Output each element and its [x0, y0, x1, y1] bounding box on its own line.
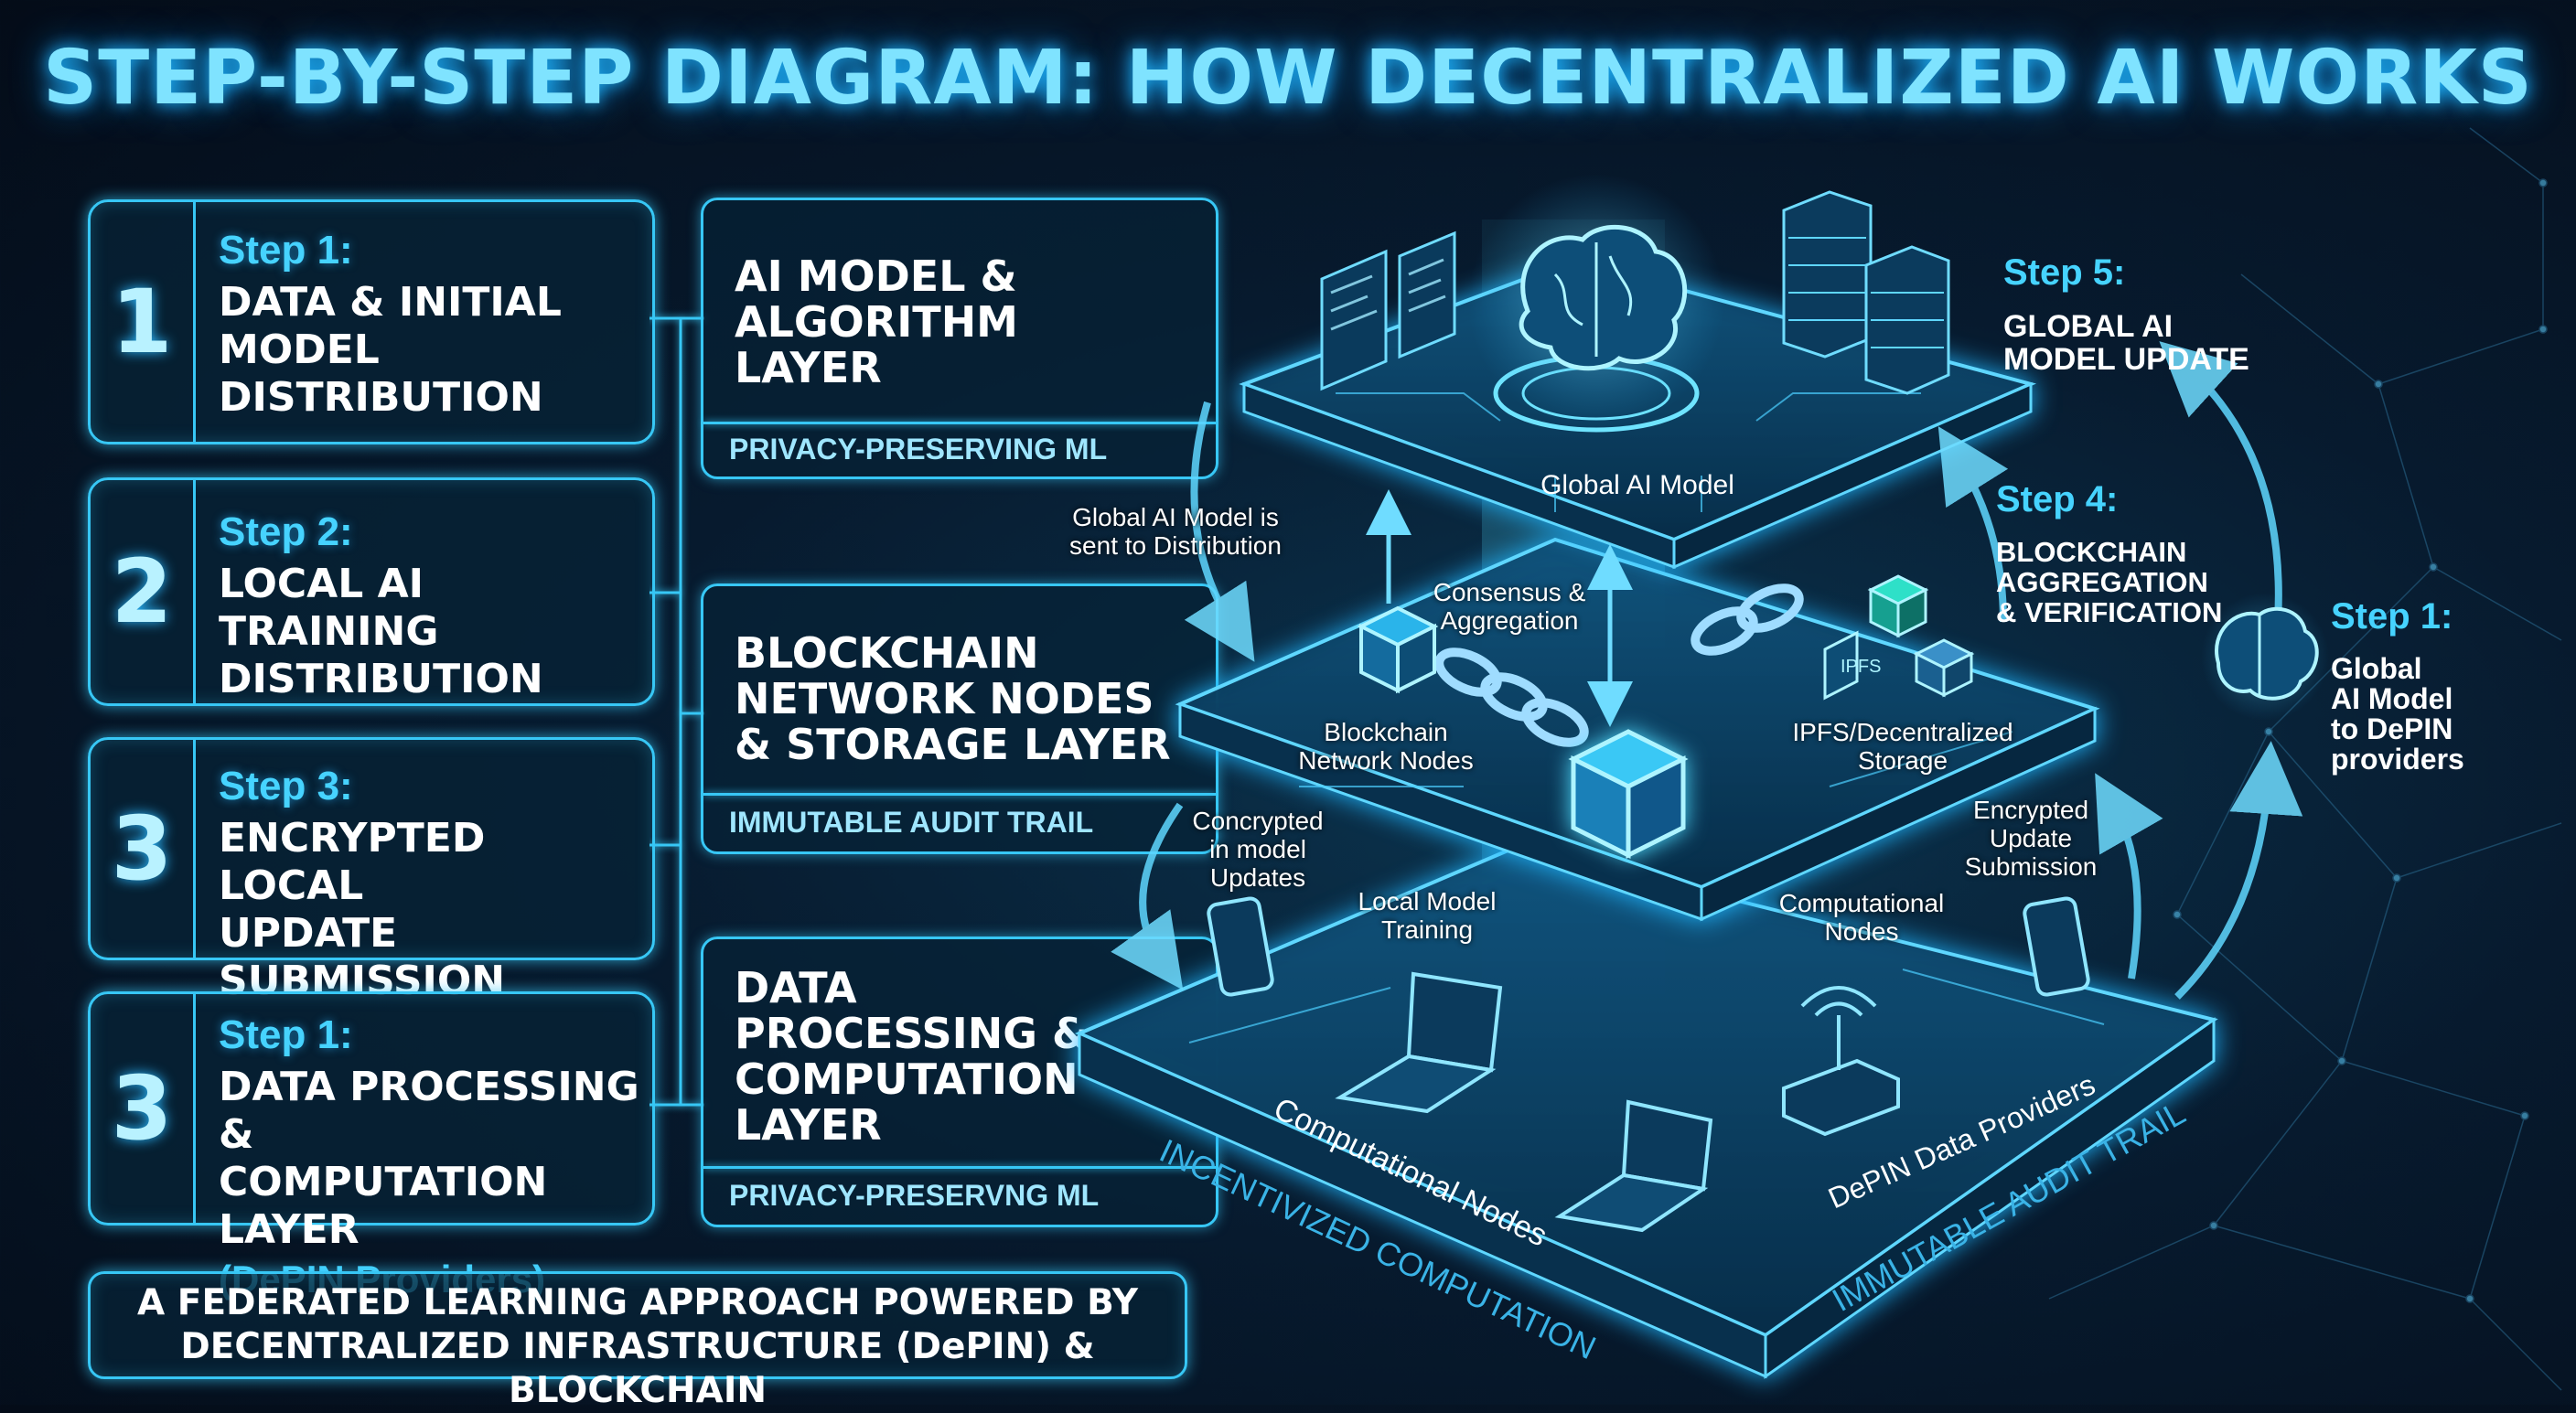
step-text: Global AI Model to DePIN providers [2331, 652, 2464, 776]
right-step-4: Step 4: BLOCKCHAIN AGGREGATION & VERIFIC… [1996, 463, 2289, 644]
step-card-4: 3 Step 1: DATA PROCESSING & COMPUTATION … [88, 991, 655, 1301]
step-label: Step 1: [219, 1012, 353, 1057]
label-global-model: Global AI Model [1540, 470, 1734, 500]
step-label: Step 3: [219, 764, 353, 808]
layer-subtitle: IMMUTABLE AUDIT TRAIL [729, 806, 1094, 839]
brain-icon [1468, 174, 1724, 433]
layer-title: AI MODEL & ALGORITHM LAYER [735, 252, 1018, 392]
platform-bottom [1074, 843, 2218, 1379]
step-label: Step 5: [2003, 252, 2126, 293]
label-concrypted: Concrypted in model Updates [1192, 807, 1324, 892]
cube-icon [1823, 574, 1975, 701]
step-label: Step 1: [2331, 596, 2453, 637]
step-text: GLOBAL AI MODEL UPDATE [2003, 309, 2249, 377]
right-step-5: Step 5: GLOBAL AI MODEL UPDATE [2003, 236, 2296, 392]
step-title: DATA PROCESSING & COMPUTATION LAYER [219, 1064, 639, 1253]
page-title: STEP-BY-STEP DIAGRAM: HOW DECENTRALIZED … [43, 35, 2533, 122]
step-label: Step 1: [219, 228, 353, 273]
step-number: 2 [91, 480, 196, 703]
step-card-2: 2 Step 2: LOCAL AI TRAINING DISTRIBUTION [88, 477, 655, 706]
label-local-training: Local Model Training [1358, 887, 1497, 944]
label-blockchain-nodes: Blockchain Network Nodes [1298, 718, 1474, 775]
step-number: 1 [91, 202, 196, 442]
layer-title: BLOCKCHAIN NETWORK NODES & STORAGE LAYER [735, 628, 1171, 769]
step-number: 3 [91, 740, 196, 958]
layer-title: DATA PROCESSING & COMPUTATION LAYER [735, 963, 1089, 1150]
right-step-1: Step 1: Global AI Model to DePIN provide… [2331, 580, 2541, 791]
step-title: DATA & INITIAL MODEL DISTRIBUTION [219, 279, 562, 421]
step-label: Step 2: [219, 509, 353, 554]
step-title: ENCRYPTED LOCAL UPDATE SUBMISSION [219, 815, 506, 1004]
step-number: 3 [91, 994, 196, 1223]
step-text: BLOCKCHAIN AGGREGATION & VERIFICATION [1996, 536, 2223, 628]
step-connector [649, 316, 704, 1107]
layer-subtitle: PRIVACY-PRESERVNG ML [729, 1179, 1100, 1212]
label-sent-to-distribution: Global AI Model is sent to Distribution [1069, 503, 1282, 560]
label-encrypted-submission: Encrypted Update Submission [1964, 796, 2098, 881]
step-card-3: 3 Step 3: ENCRYPTED LOCAL UPDATE SUBMISS… [88, 737, 655, 1004]
label-consensus: Consensus & Aggregation [1433, 578, 1586, 635]
chain-icon [1434, 583, 1804, 747]
layer-blockchain: BLOCKCHAIN NETWORK NODES & STORAGE LAYER… [701, 583, 1218, 854]
layer-subtitle: PRIVACY-PRESERVING ML [729, 433, 1108, 466]
phone-icon [1207, 896, 2090, 997]
label-computational-nodes-top: Computational Nodes [1778, 889, 1945, 946]
step-title: LOCAL AI TRAINING DISTRIBUTION [219, 561, 543, 702]
step-card-1: 1 Step 1: DATA & INITIAL MODEL DISTRIBUT… [88, 199, 655, 444]
layer-ai-model: AI MODEL & ALGORITHM LAYER PRIVACY-PRESE… [701, 198, 1218, 479]
cube-icon [1568, 729, 1689, 860]
router-icon [1782, 986, 1900, 1137]
step-label: Step 4: [1996, 479, 2119, 519]
cube-icon [1357, 605, 1439, 694]
label-ipfs: IPFS/Decentralized Storage [1792, 718, 2013, 775]
laptop-icon [1335, 971, 1713, 1233]
brain-icon [2201, 593, 2329, 721]
ipfs-cube-label: IPFS [1841, 657, 1881, 677]
footer-banner: A FEDERATED LEARNING APPROACH POWERED BY… [88, 1271, 1187, 1411]
